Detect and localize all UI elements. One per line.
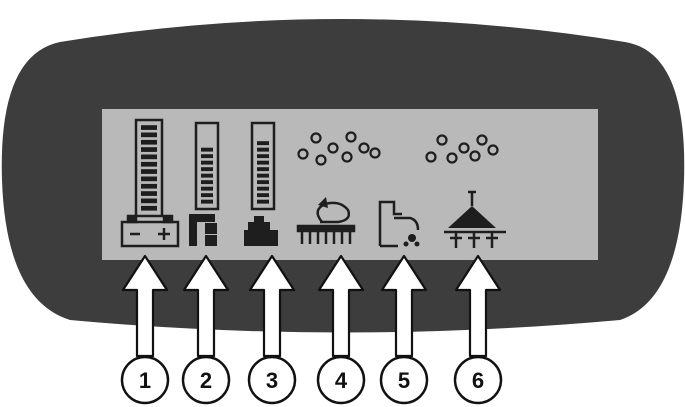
gauge-segment xyxy=(141,191,157,196)
gauge-segment xyxy=(141,183,157,189)
gauge-segment xyxy=(201,167,213,172)
gauge-segment xyxy=(201,147,213,152)
callout-circle-1 xyxy=(120,355,170,405)
gauge-segment xyxy=(257,141,269,146)
detergent-level-gauge xyxy=(250,121,276,211)
spray-nozzle-icon xyxy=(444,190,506,248)
gauge-segment xyxy=(201,193,213,198)
callout-circle-2 xyxy=(181,355,231,405)
gauge-segment xyxy=(141,176,157,182)
water-flow-icon xyxy=(378,200,420,248)
callout-label-3: 3 xyxy=(266,368,278,393)
battery-icon xyxy=(120,214,180,248)
gauge-segment xyxy=(257,199,269,204)
gauge-frame xyxy=(194,121,220,211)
gauge-segment xyxy=(141,139,157,145)
water-tap-icon xyxy=(189,214,217,246)
bubbles-icon-6 xyxy=(425,134,499,164)
callout-circle-5 xyxy=(379,355,429,405)
gauge-segment xyxy=(141,161,157,167)
gauge-segment xyxy=(257,186,269,191)
gauge-segment xyxy=(201,160,213,165)
callout-label-2: 2 xyxy=(200,368,212,393)
brush-rotation-icon xyxy=(296,197,356,244)
gauge-segment xyxy=(201,180,213,185)
gauge-frame xyxy=(250,121,276,211)
gauge-segment xyxy=(257,160,269,165)
gauge-segment xyxy=(141,125,157,130)
callout-circle-6 xyxy=(453,355,503,405)
gauge-segment xyxy=(201,154,213,159)
gauge-segment xyxy=(257,167,269,172)
gauge-segment xyxy=(257,180,269,185)
gauge-segment xyxy=(141,169,157,174)
bubbles-icon-4 xyxy=(297,131,381,166)
callout-circle-4 xyxy=(316,355,366,405)
gauge-frame xyxy=(134,118,164,218)
gauge-segment xyxy=(141,205,157,211)
battery-level-gauge xyxy=(134,118,164,218)
callout-label-4: 4 xyxy=(335,368,348,393)
gauge-segment xyxy=(257,154,269,159)
gauge-segment xyxy=(257,173,269,178)
gauge-segment xyxy=(141,147,157,152)
callout-label-6: 6 xyxy=(472,368,484,393)
gauge-segment xyxy=(141,132,157,138)
callout-label-5: 5 xyxy=(398,368,410,393)
gauge-segment xyxy=(141,154,157,160)
gauge-segment xyxy=(257,193,269,198)
gauge-segment xyxy=(201,186,213,191)
gauge-segment xyxy=(141,198,157,204)
gauge-segment xyxy=(201,173,213,178)
gauge-segment xyxy=(201,199,213,204)
gauge-segment xyxy=(257,147,269,152)
callout-circle-3 xyxy=(247,355,297,405)
detergent-container-icon xyxy=(244,216,278,246)
callout-label-1: 1 xyxy=(139,368,151,393)
clean-water-level-gauge xyxy=(194,121,220,211)
